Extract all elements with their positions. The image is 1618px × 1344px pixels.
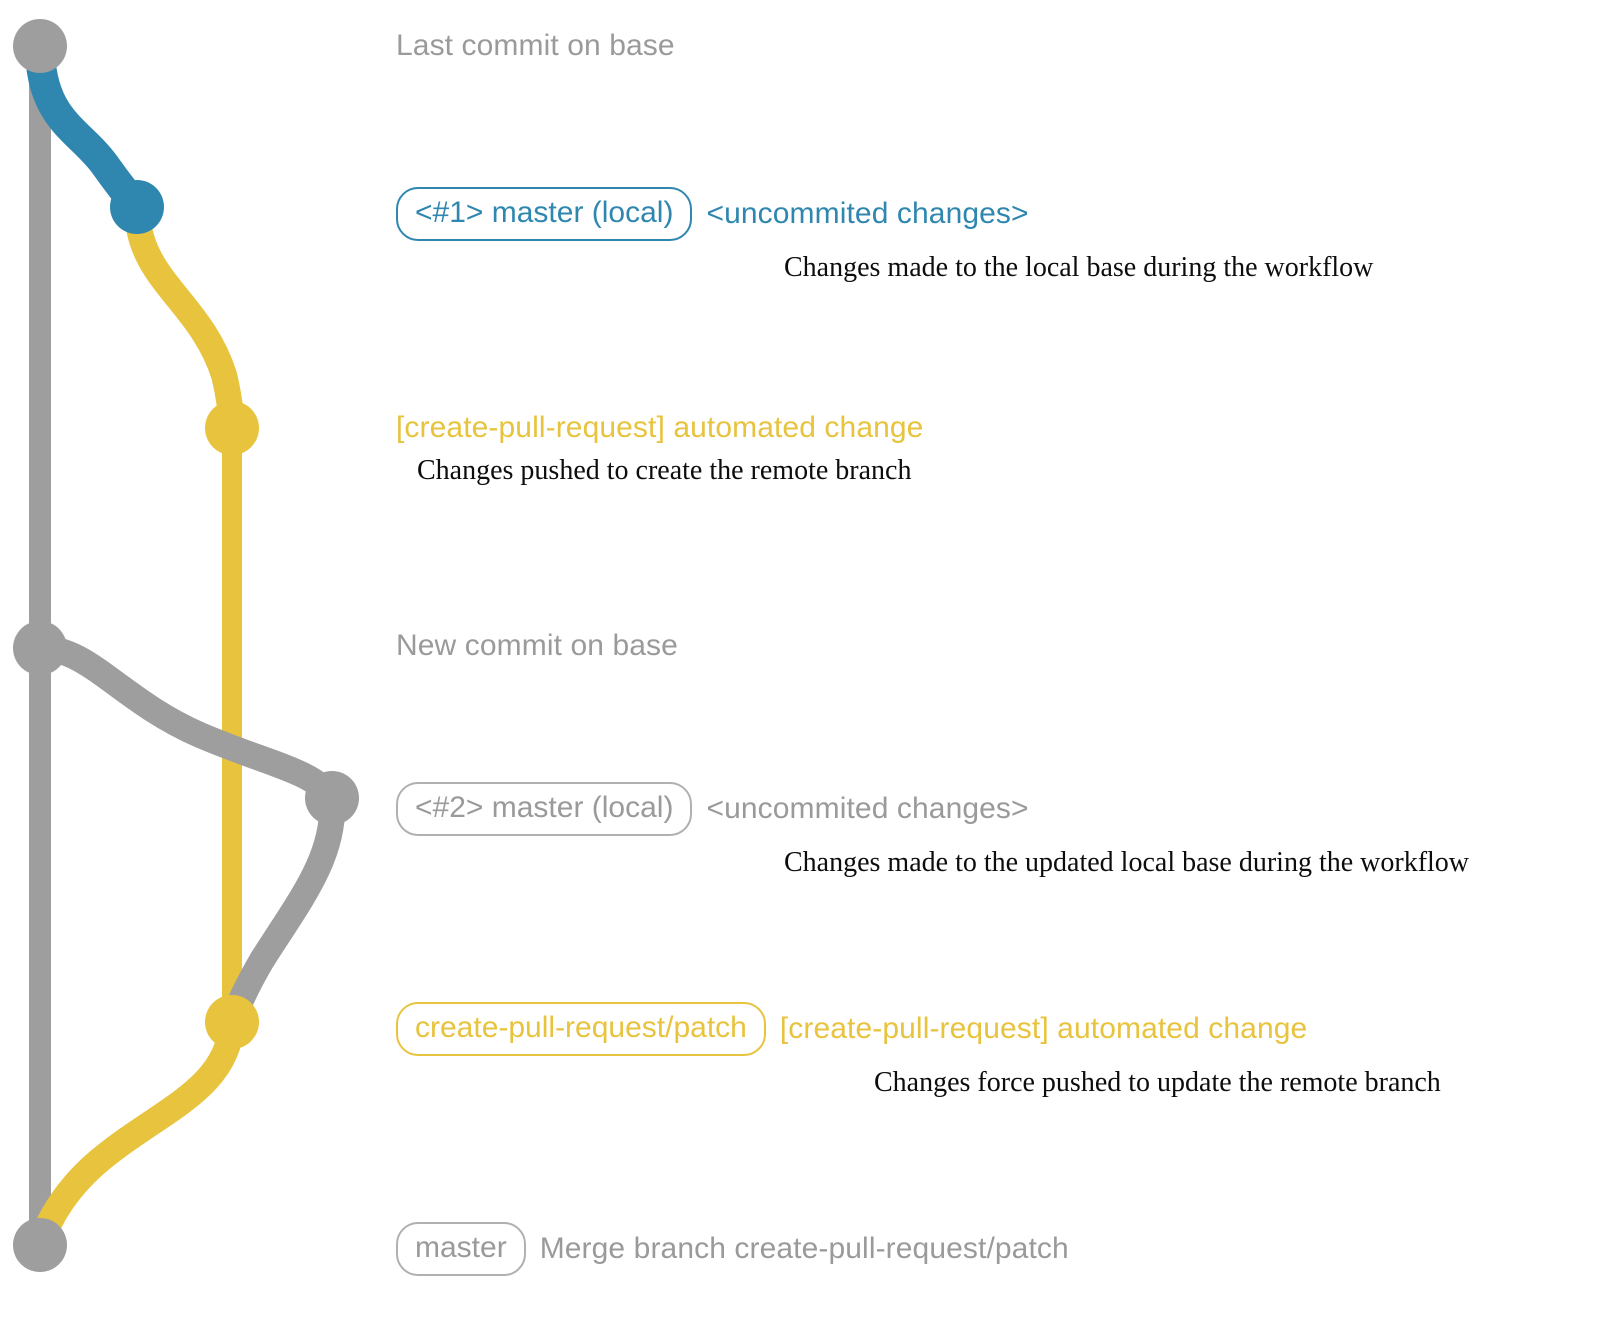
commit-message: <uncommited changes>	[706, 792, 1029, 826]
annotation-row: <#1> master (local) <uncommited changes>	[396, 187, 1373, 241]
edge-patch2-to-merge	[27, 1009, 245, 1258]
annotation-row: Last commit on base	[396, 30, 675, 62]
commit-description: Changes made to the local base during th…	[784, 252, 1374, 283]
commit-message: [create-pull-request] automated change	[396, 411, 924, 444]
annotation-new-commit-on-base: New commit on base	[396, 630, 678, 662]
branch-badge-master-local-1[interactable]: <#1> master (local)	[396, 187, 693, 241]
commit-description: Changes pushed to create the remote bran…	[417, 454, 912, 486]
annotation-patch-2: create-pull-request/patch [create-pull-r…	[396, 1002, 1441, 1099]
commit-description: Changes force pushed to update the remot…	[874, 1067, 1441, 1098]
commit-node-base-new	[13, 621, 67, 675]
commit-message: [create-pull-request] automated change	[779, 1012, 1308, 1046]
annotation-merge: master Merge branch create-pull-request/…	[396, 1222, 1069, 1276]
commit-message: Last commit on base	[396, 29, 675, 62]
commit-message: <uncommited changes>	[706, 197, 1029, 231]
commit-message: Merge branch create-pull-request/patch	[539, 1232, 1069, 1266]
commit-node-merge	[13, 1218, 67, 1272]
annotation-row: [create-pull-request] automated change	[396, 412, 923, 444]
annotation-row: New commit on base	[396, 630, 678, 662]
annotation-local-1: <#1> master (local) <uncommited changes>…	[396, 187, 1373, 284]
annotation-row: master Merge branch create-pull-request/…	[396, 1222, 1069, 1276]
commit-node-base-last	[13, 19, 67, 73]
commit-node-local-2	[305, 771, 359, 825]
commit-node-local-1	[110, 180, 164, 234]
annotation-row: <#2> master (local) <uncommited changes>	[396, 782, 1469, 836]
annotation-last-commit-on-base: Last commit on base	[396, 30, 675, 62]
commit-message: New commit on base	[396, 629, 678, 662]
annotation-local-2: <#2> master (local) <uncommited changes>…	[396, 782, 1469, 879]
commit-graph	[13, 19, 359, 1272]
branch-badge-master[interactable]: master	[396, 1222, 526, 1276]
branch-badge-master-local-2[interactable]: <#2> master (local)	[396, 782, 693, 836]
annotation-row: create-pull-request/patch [create-pull-r…	[396, 1002, 1441, 1056]
annotation-patch-1: [create-pull-request] automated change C…	[396, 412, 923, 486]
commit-node-patch-1	[205, 401, 259, 455]
commit-description: Changes made to the updated local base d…	[784, 847, 1470, 878]
edge-basenew-to-local2	[27, 635, 345, 811]
branch-badge-create-pull-request-patch[interactable]: create-pull-request/patch	[396, 1002, 766, 1056]
commit-node-patch-2	[205, 995, 259, 1049]
